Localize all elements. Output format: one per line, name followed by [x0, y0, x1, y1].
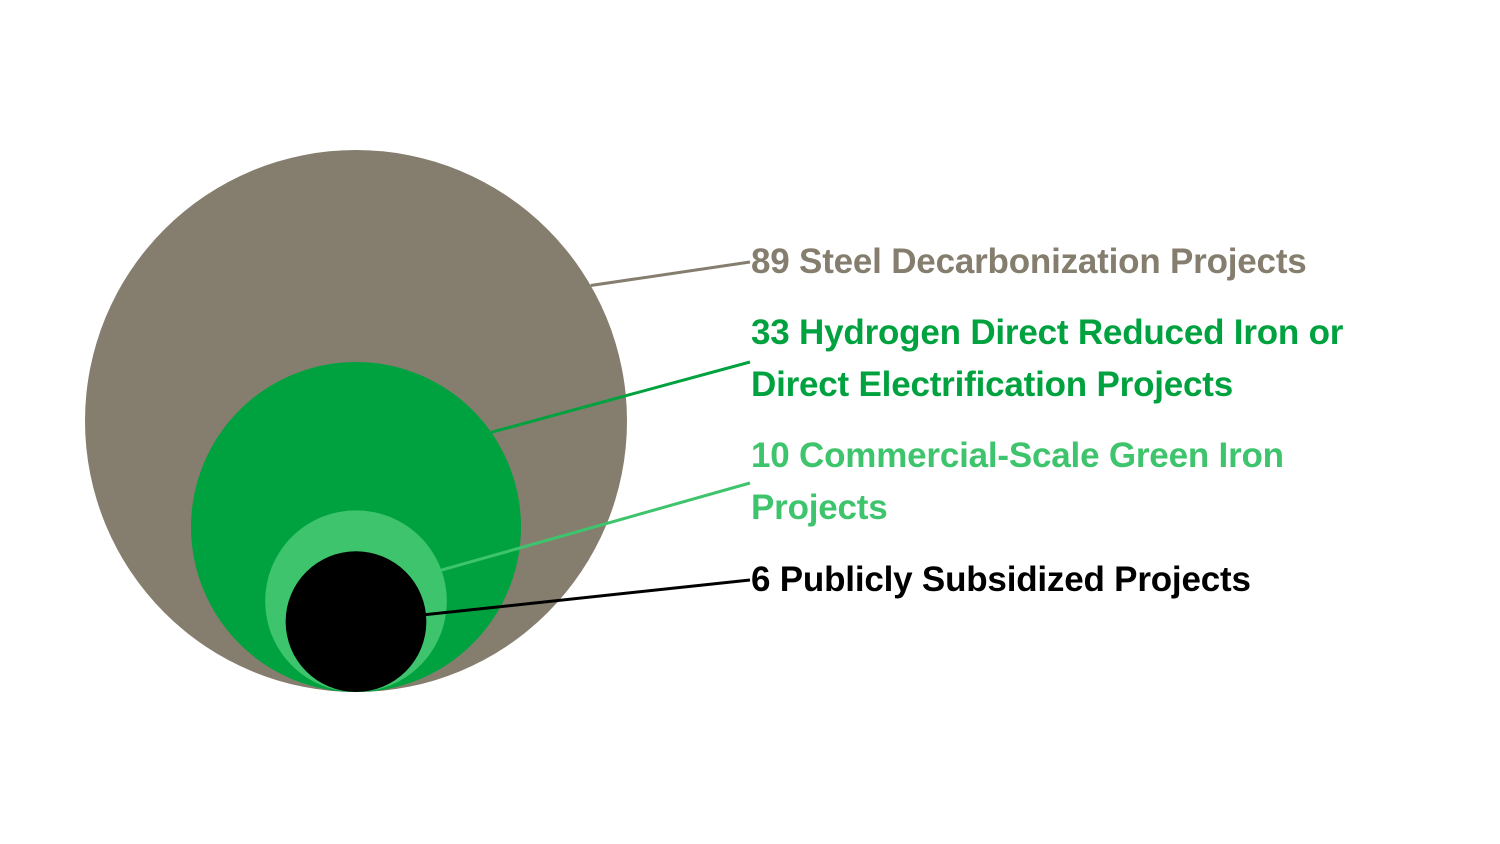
- label-line: 89 Steel Decarbonization Projects: [751, 242, 1307, 281]
- leader-line-subsidized: [359, 578, 751, 624]
- leader-line-steel: [590, 260, 751, 287]
- label-publicly-subsidized: 6 Publicly Subsidized Projects: [751, 554, 1251, 606]
- label-line: 6 Publicly Subsidized Projects: [751, 560, 1251, 599]
- label-steel-decarbonization: 89 Steel Decarbonization Projects: [751, 236, 1307, 288]
- label-line: Projects: [751, 488, 888, 527]
- bubble-publicly-subsidized: [285, 551, 427, 692]
- label-green-iron: 10 Commercial-Scale Green Iron Projects: [751, 430, 1284, 534]
- leader-line-hydrogen: [490, 360, 751, 434]
- label-hydrogen-dri: 33 Hydrogen Direct Reduced Iron or Direc…: [751, 307, 1343, 411]
- label-line: 10 Commercial-Scale Green Iron: [751, 436, 1284, 475]
- label-line: Direct Electrification Projects: [751, 365, 1234, 404]
- leader-line-green-iron: [440, 481, 751, 572]
- label-line: 33 Hydrogen Direct Reduced Iron or: [751, 313, 1344, 352]
